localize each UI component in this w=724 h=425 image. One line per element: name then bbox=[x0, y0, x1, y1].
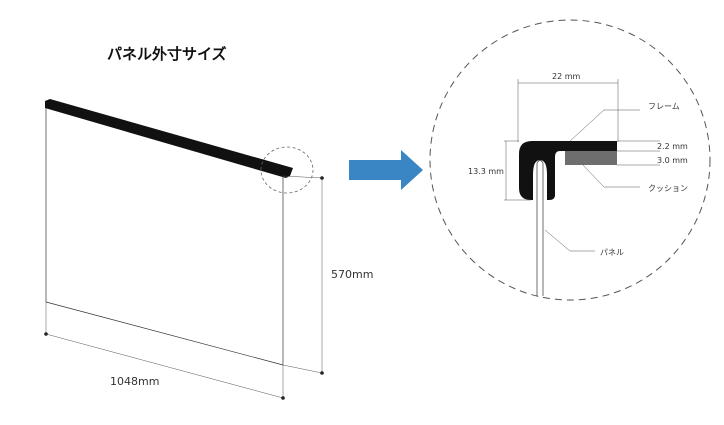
cushion-part-label: クッション bbox=[648, 184, 688, 193]
total-thickness-label: 13.3 mm bbox=[468, 167, 504, 176]
dimension-point bbox=[281, 396, 285, 400]
frame-width-label: 22 mm bbox=[552, 72, 581, 81]
detail-circle bbox=[429, 19, 711, 301]
dimension-point bbox=[44, 332, 48, 336]
panel-part-label: パネル bbox=[600, 248, 624, 257]
dimension-point bbox=[320, 176, 324, 180]
frame-detail bbox=[429, 19, 711, 301]
panel-width-label: 1048mm bbox=[110, 375, 159, 388]
cushion-strip bbox=[565, 151, 617, 165]
page-title: パネル外寸サイズ bbox=[107, 45, 227, 63]
panel-height-label: 570mm bbox=[331, 268, 373, 281]
panel-top-frame bbox=[45, 99, 293, 178]
cushion-thickness-label: 3.0 mm bbox=[657, 156, 688, 165]
zoom-marker-circle bbox=[260, 146, 314, 194]
panel-drawing bbox=[44, 99, 324, 400]
frame-top-thickness-label: 2.2 mm bbox=[657, 142, 688, 151]
frame-part-label: フレーム bbox=[648, 102, 680, 111]
arrow-right-icon bbox=[349, 150, 423, 190]
dimension-point bbox=[320, 371, 324, 375]
frame-profile bbox=[519, 141, 617, 200]
